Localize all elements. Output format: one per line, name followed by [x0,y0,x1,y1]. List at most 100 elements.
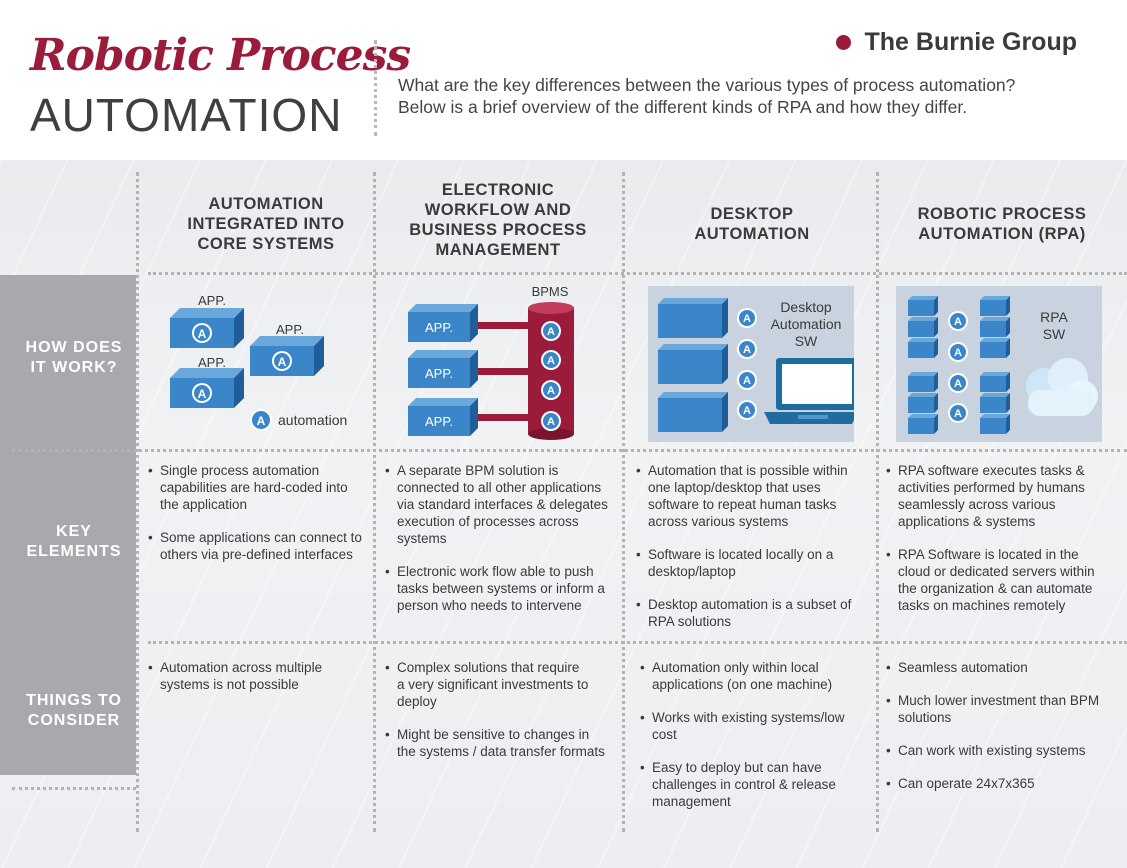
badge-text: A [954,347,962,359]
badge-text: A [547,355,555,367]
app-label: APP. [425,366,453,381]
list-line: Easy to deploy but can have [652,760,822,775]
list-item: Automation that is possible within one l… [636,462,874,530]
badge-text: A [743,375,751,387]
bpms-badge: A [541,321,561,341]
app-box: APP. A [170,355,244,408]
bpms-badge: A [541,350,561,370]
app-label: APP. [425,414,453,429]
row-divider [148,641,1127,644]
list-line: tasks on machines remotely [898,598,1066,613]
column-heading-bpm: ELECTRONIC WORKFLOW AND BUSINESS PROCESS… [378,180,618,260]
heading-line: AUTOMATION [208,195,324,213]
bpms-label: BPMS [532,284,569,299]
list-line: Much lower investment than BPM [898,693,1100,708]
header-divider [374,40,377,136]
list-line: solutions [898,710,952,725]
rpa-badge: A [948,342,968,362]
heading-line: INTEGRATED INTO [187,215,345,233]
legend-label: automation [278,412,347,428]
heading-line: MANAGEMENT [435,241,561,259]
badge-text: A [954,316,962,328]
list-line: via standard interfaces & delegates [397,497,608,512]
sw-label-line: RPA [1040,309,1068,325]
list-line: Might be sensitive to changes in [397,727,590,742]
list-line: connected to all other applications [397,480,602,495]
intro-line-1: What are the key differences between the… [398,75,1016,95]
row-divider [12,449,1127,452]
list-line: RPA software executes tasks & [898,463,1085,478]
list-line: Can operate 24x7x365 [898,776,1035,791]
row-label-things-to-consider: THINGS TO CONSIDER [0,691,148,731]
list-item: Desktop automation is a subset of RPA so… [636,596,874,630]
sw-label-line: Automation [771,316,842,332]
list-line: management [652,794,731,809]
list-line: Some applications can connect to [160,530,362,545]
desktop-illustration: A A A A Desktop Automation SW [648,286,854,442]
list-item: Easy to deploy but can have challenges i… [640,759,874,810]
list-item: Much lower investment than BPM solutions [886,692,1122,726]
list-item: Single process automation capabilities a… [148,462,373,513]
list-line: the application [160,497,248,512]
app-label: APP. [425,320,453,335]
app-box: APP. A [250,322,324,376]
automation-badge: A [278,355,287,369]
list-line: across various systems [648,514,789,529]
heading-line: ROBOTIC PROCESS [917,205,1087,223]
column-divider [136,172,139,832]
list-line: software to repeat human tasks [648,497,837,512]
row-label-line: IT WORK? [30,359,118,376]
badge-text: A [743,405,751,417]
heading-line: AUTOMATION [694,225,810,243]
diagram-core-systems: APP. A APP. A APP. A A automation [150,282,372,442]
list-line: a very significant investments to [397,677,589,692]
list-item: Automation across multiple systems is no… [148,659,373,693]
list-line: others via pre-defined interfaces [160,547,353,562]
badge-text: A [954,408,962,420]
heading-line: DESKTOP [710,205,794,223]
heading-line: CORE SYSTEMS [197,235,335,253]
row-divider [12,787,136,790]
badge-text: A [547,385,555,397]
list-item: Complex solutions that require a very si… [385,659,621,710]
brand: The Burnie Group [835,28,1077,57]
list-line: Works with existing systems/low [652,710,845,725]
heading-line: BUSINESS PROCESS [409,221,587,239]
things-desktop: Automation only within local application… [640,659,874,826]
list-item: Electronic work flow able to push tasks … [385,563,621,614]
list-line: Automation that is possible within [648,463,848,478]
list-line: RPA solutions [648,614,732,629]
intro-text: What are the key differences between the… [398,74,1098,118]
key-elements-bpm: A separate BPM solution is connected to … [385,462,621,630]
list-item: RPA software executes tasks & activities… [886,462,1122,530]
list-line: Single process automation [160,463,320,478]
bpms-badge: A [541,380,561,400]
title-automation: AUTOMATION [30,89,343,141]
app-label: APP. [276,322,304,337]
app-box: APP. [408,398,478,436]
list-line: activities performed by humans [898,480,1085,495]
list-item: RPA Software is located in the cloud or … [886,546,1122,614]
legend: A automation [250,409,347,431]
list-line: Automation only within local [652,660,819,675]
diagram-rpa: A A A A RPA SW [896,286,1102,442]
list-line: tasks between systems or inform a [397,581,605,596]
row-label-line: HOW DOES [25,339,123,356]
column-divider [876,172,879,832]
list-line: Software is located locally on a [648,547,834,562]
desktop-badge: A [737,370,757,390]
legend-badge: A [257,414,266,428]
app-window-icon [658,392,728,432]
badge-text: A [743,313,751,325]
list-line: systems is not possible [160,677,299,692]
badge-text: A [547,326,555,338]
list-line: one laptop/desktop that uses [648,480,821,495]
key-elements-desktop: Automation that is possible within one l… [636,462,874,646]
list-item: A separate BPM solution is connected to … [385,462,621,547]
heading-line: WORKFLOW AND [424,201,572,219]
list-line: the organization & can automate [898,581,1093,596]
rpa-badge: A [948,403,968,423]
intro-line-2: Below is a brief overview of the differe… [398,97,968,117]
key-elements-rpa: RPA software executes tasks & activities… [886,462,1122,630]
